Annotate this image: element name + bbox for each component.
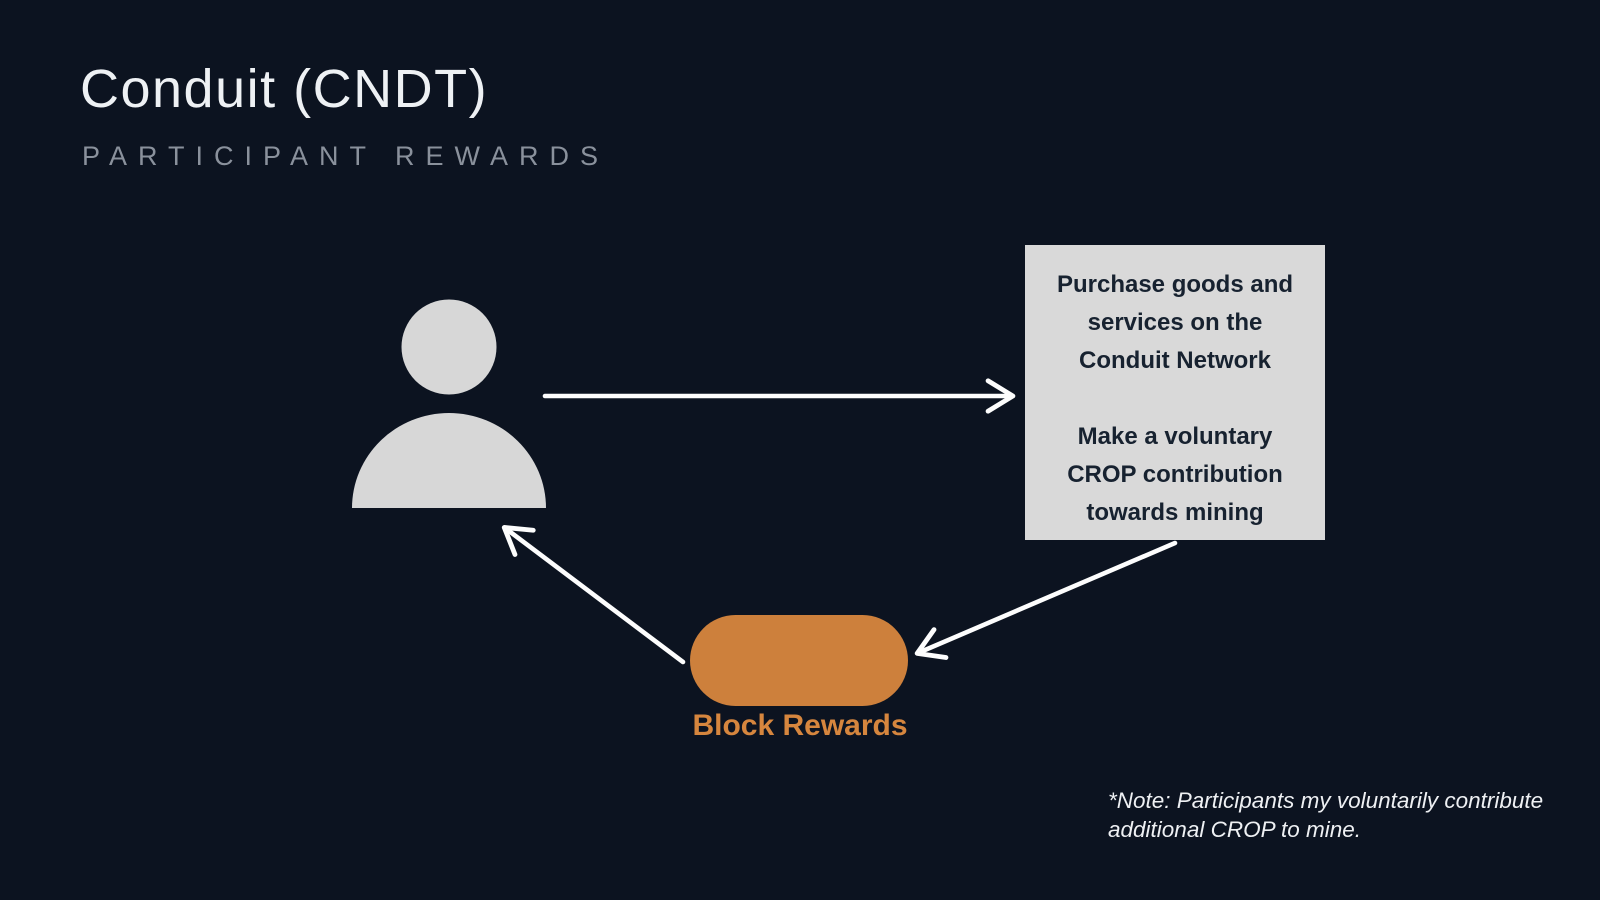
info-box-line: CROP contribution: [1067, 461, 1283, 488]
footnote: *Note: Participants my voluntarily contr…: [1108, 786, 1543, 844]
info-box-line: services on the: [1087, 309, 1263, 336]
info-box-line: Make a voluntary: [1077, 423, 1273, 450]
info-box-paragraph-2: Make a voluntary CROP contribution towar…: [1025, 418, 1325, 532]
info-box-line: towards mining: [1086, 499, 1264, 526]
purchase-info-box: Purchase goods and services on the Condu…: [1025, 245, 1325, 540]
page-subtitle: PARTICIPANT REWARDS: [82, 141, 610, 171]
page-title: Conduit (CNDT): [80, 59, 489, 119]
person-icon: [352, 299, 546, 508]
info-box-line: Purchase goods and: [1056, 271, 1294, 298]
block-rewards-to-participant-arrow: [501, 525, 686, 665]
block-rewards-pill: [690, 615, 908, 706]
footnote-line-2: additional CROP to mine.: [1108, 817, 1362, 842]
block-rewards-label: Block Rewards: [692, 709, 908, 742]
info-box-line: Conduit Network: [1079, 347, 1271, 374]
info-box-paragraph-1: Purchase goods and services on the Condu…: [1025, 266, 1325, 380]
footnote-line-1: *Note: Participants my voluntarily contr…: [1108, 788, 1544, 813]
infobox-to-block-rewards-arrow: [914, 540, 1178, 660]
